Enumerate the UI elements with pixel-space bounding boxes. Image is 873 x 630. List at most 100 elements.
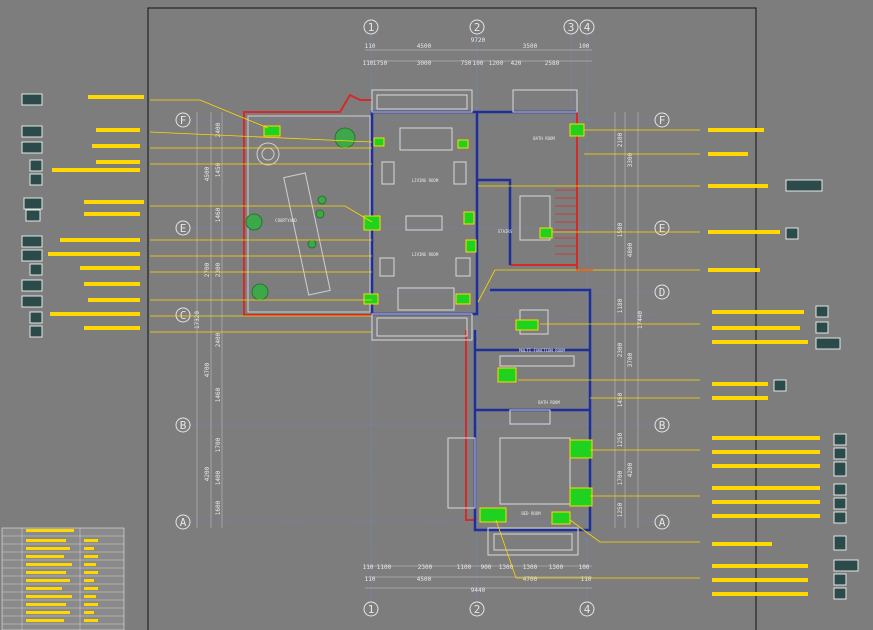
dim-left2-7: 1700 xyxy=(215,437,222,452)
furniture xyxy=(379,127,575,505)
row-label-B-right: B xyxy=(659,419,666,432)
dim-left2-3: 1460 xyxy=(215,207,222,222)
courtyard-trees xyxy=(245,127,356,301)
dim-right-2: 4800 xyxy=(627,242,634,257)
dim-top2-3: 3000 xyxy=(417,60,432,67)
dim-right2-6: 1250 xyxy=(617,432,624,447)
dim-left2-1: 2400 xyxy=(215,122,222,137)
room-label-living1: LIVING ROOM xyxy=(412,178,439,183)
grid-label-3-top: 3 xyxy=(568,21,575,34)
dim-top-5: 100 xyxy=(579,43,590,50)
row-label-F-right: F xyxy=(659,114,666,127)
row-label-E-left: E xyxy=(180,222,187,235)
legend-table xyxy=(1,527,125,630)
dim-left2-6: 1460 xyxy=(215,387,222,402)
dim-bot-1: 110 xyxy=(363,564,374,571)
dim-right-1: 3300 xyxy=(627,152,634,167)
room-label-bed: BED ROOM xyxy=(521,511,541,516)
grid-label-4-bottom: 4 xyxy=(584,603,591,616)
room-label-courtyard: COURTYARD xyxy=(275,218,297,223)
dim-right2-8: 1250 xyxy=(617,502,624,517)
main-walls xyxy=(370,110,592,532)
grid-bubbles-left xyxy=(175,112,191,530)
dim-bot2-1: 110 xyxy=(365,576,376,583)
dim-top2-4: 750 xyxy=(461,60,472,67)
exterior-red-walls xyxy=(243,93,593,521)
grid-label-1-top: 1 xyxy=(368,21,375,34)
row-label-A-left: A xyxy=(180,516,187,529)
room-label-bath2: BATH ROOM xyxy=(538,400,560,405)
dim-top2-7: 420 xyxy=(511,60,522,67)
dim-bot2-3: 4700 xyxy=(523,576,538,583)
dim-left-3: 4700 xyxy=(204,362,211,377)
dimension-lines xyxy=(196,49,639,589)
grid-label-2-top: 2 xyxy=(474,21,481,34)
dim-right2-3: 1180 xyxy=(617,298,624,313)
sheet-border xyxy=(147,7,757,630)
grid-label-2-bottom: 2 xyxy=(474,603,481,616)
row-label-E-right: E xyxy=(659,222,666,235)
grid-label-4-top: 4 xyxy=(584,21,591,34)
courtyard-fence xyxy=(247,115,371,313)
dim-bot-9: 100 xyxy=(579,564,590,571)
dim-left2-5: 2400 xyxy=(215,332,222,347)
dim-bot-8: 1300 xyxy=(549,564,564,571)
dim-left-total: 17320 xyxy=(194,311,201,329)
row-label-C-left: C xyxy=(180,309,187,322)
stairs xyxy=(555,189,577,255)
dim-top2-5: 100 xyxy=(473,60,484,67)
dim-top-2: 4500 xyxy=(417,43,432,50)
dim-top2-2: 1750 xyxy=(373,60,388,67)
room-label-living2: LIVING ROOM xyxy=(412,252,439,257)
dim-bot-total: 9440 xyxy=(471,587,486,594)
dim-right2-4: 2300 xyxy=(617,342,624,357)
dim-top2-6: 1200 xyxy=(489,60,504,67)
dim-top-3: 9720 xyxy=(471,37,486,44)
dim-top-4: 3500 xyxy=(523,43,538,50)
room-label-stairs: STAIRS xyxy=(498,229,513,234)
dim-bot2-2: 4500 xyxy=(417,576,432,583)
dim-right-4: 4200 xyxy=(627,462,634,477)
grid-bubbles-bottom xyxy=(363,601,595,617)
left-legend xyxy=(48,95,144,330)
dim-left-2: 2700 xyxy=(204,262,211,277)
dim-right-total: 17440 xyxy=(637,311,644,329)
dim-bot-2: 1100 xyxy=(377,564,392,571)
row-label-A-right: A xyxy=(659,516,666,529)
row-label-F-left: F xyxy=(180,114,187,127)
dim-bot2-4: 110 xyxy=(581,576,592,583)
dim-right2-1: 2100 xyxy=(617,132,624,147)
dim-bot-3: 2300 xyxy=(418,564,433,571)
grid-bubbles-top xyxy=(363,19,595,35)
leader-lines xyxy=(149,99,700,579)
right-symbol-boxes xyxy=(773,179,859,600)
dim-bot-6: 1300 xyxy=(499,564,514,571)
dim-left2-2: 1450 xyxy=(215,162,222,177)
dim-left2-9: 1600 xyxy=(215,500,222,515)
dim-bot-4: 1100 xyxy=(457,564,472,571)
dim-bot-5: 900 xyxy=(481,564,492,571)
dim-top-1: 110 xyxy=(365,43,376,50)
dim-top2-1: 110 xyxy=(363,60,374,67)
dim-right-3: 3700 xyxy=(627,352,634,367)
dim-left-4: 4200 xyxy=(204,466,211,481)
fixture-highlights xyxy=(263,123,593,525)
left-symbol-boxes xyxy=(21,93,43,338)
room-label-multi: MULTI FUNCTION ROOM xyxy=(519,348,565,353)
dim-left2-8: 1400 xyxy=(215,470,222,485)
dim-bot-7: 1300 xyxy=(523,564,538,571)
bay-windows xyxy=(371,89,579,556)
dim-right2-2: 1580 xyxy=(617,222,624,237)
room-label-bath1: BATH ROOM xyxy=(533,136,555,141)
grid-bubbles-right xyxy=(654,112,670,530)
dim-right2-5: 1450 xyxy=(617,392,624,407)
dim-left2-4: 2300 xyxy=(215,262,222,277)
dim-top2-8: 2580 xyxy=(545,60,560,67)
row-label-D-right: D xyxy=(659,286,666,299)
right-legend xyxy=(708,128,820,596)
grid-label-1-bottom: 1 xyxy=(368,603,375,616)
dim-left-1: 4500 xyxy=(204,166,211,181)
dim-right2-7: 1700 xyxy=(617,470,624,485)
row-label-B-left: B xyxy=(180,419,187,432)
